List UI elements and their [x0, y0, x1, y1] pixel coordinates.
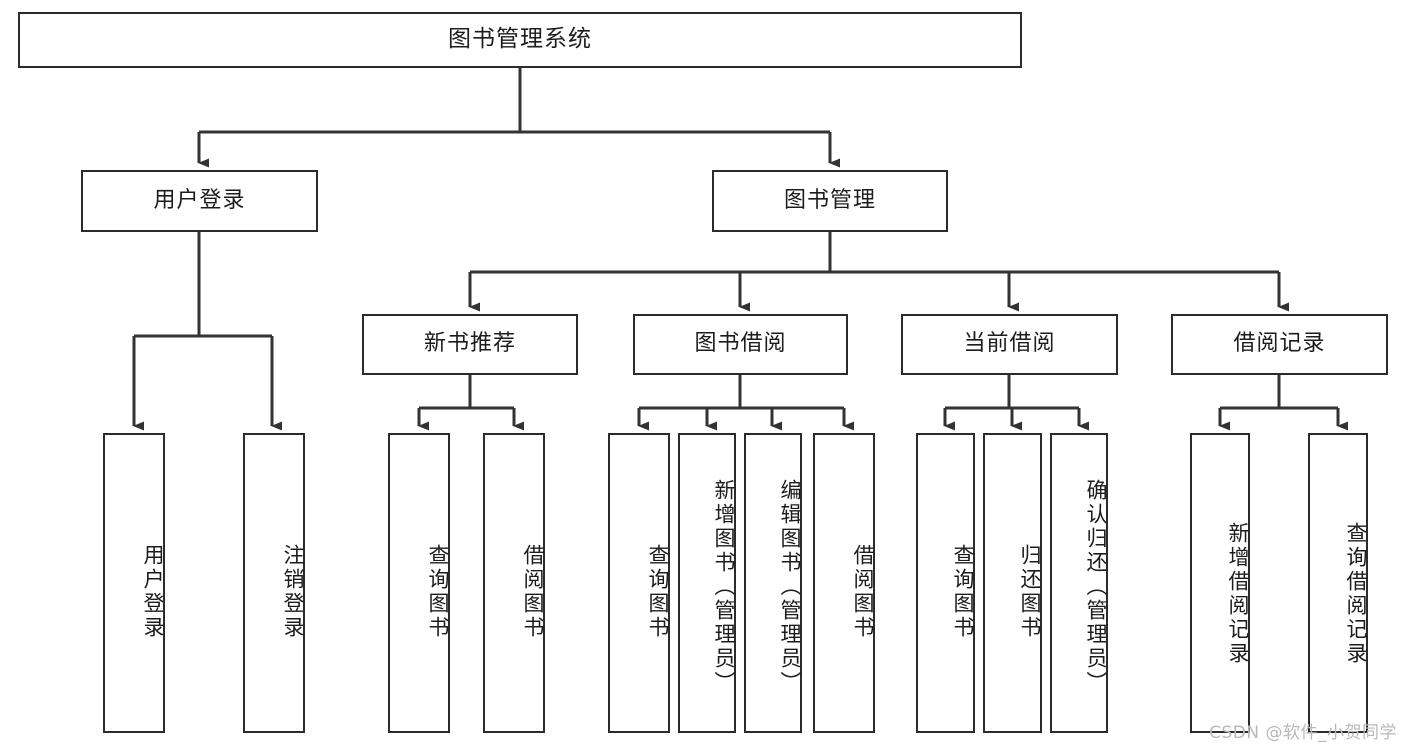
node-book-manage[interactable]: 图书管理 [712, 170, 948, 232]
leaf-label: 新增图书（管理员） [712, 479, 736, 695]
leaf-label: 查询图书 [426, 544, 450, 640]
leaf-query-book-2[interactable]: 查询图书 [608, 433, 670, 733]
leaf-label: 查询图书 [646, 544, 670, 640]
node-user-login[interactable]: 用户登录 [81, 170, 318, 232]
leaf-borrow-book-1[interactable]: 借阅图书 [483, 433, 545, 733]
leaf-label: 归还图书 [1018, 544, 1042, 640]
leaf-query-record[interactable]: 查询借阅记录 [1308, 433, 1368, 733]
leaf-label: 确认归还（管理员） [1084, 479, 1108, 695]
leaf-user-login[interactable]: 用户登录 [103, 433, 165, 733]
leaf-borrow-book-2[interactable]: 借阅图书 [813, 433, 875, 733]
leaf-label: 借阅图书 [851, 544, 875, 640]
node-current-borrow[interactable]: 当前借阅 [901, 314, 1118, 375]
leaf-logout-login[interactable]: 注销登录 [243, 433, 305, 733]
leaf-label: 查询借阅记录 [1344, 522, 1368, 666]
node-borrow-record[interactable]: 借阅记录 [1171, 314, 1388, 375]
leaf-label: 注销登录 [281, 544, 305, 640]
leaf-add-record[interactable]: 新增借阅记录 [1190, 433, 1250, 733]
leaf-confirm-return[interactable]: 确认归还（管理员） [1050, 433, 1108, 733]
leaf-label: 编辑图书（管理员） [778, 479, 802, 695]
watermark-text: CSDN @软件_小贺同学 [1209, 723, 1397, 743]
leaf-label: 用户登录 [141, 544, 165, 640]
leaf-query-book-3[interactable]: 查询图书 [916, 433, 975, 733]
node-new-book-recommend[interactable]: 新书推荐 [362, 314, 578, 375]
leaf-add-book[interactable]: 新增图书（管理员） [678, 433, 736, 733]
node-root-system[interactable]: 图书管理系统 [18, 12, 1022, 68]
leaf-label: 查询图书 [951, 544, 975, 640]
leaf-query-book-1[interactable]: 查询图书 [388, 433, 450, 733]
leaf-label: 借阅图书 [521, 544, 545, 640]
leaf-return-book[interactable]: 归还图书 [983, 433, 1042, 733]
leaf-label: 新增借阅记录 [1226, 522, 1250, 666]
node-book-borrow[interactable]: 图书借阅 [633, 314, 848, 375]
leaf-edit-book[interactable]: 编辑图书（管理员） [744, 433, 802, 733]
